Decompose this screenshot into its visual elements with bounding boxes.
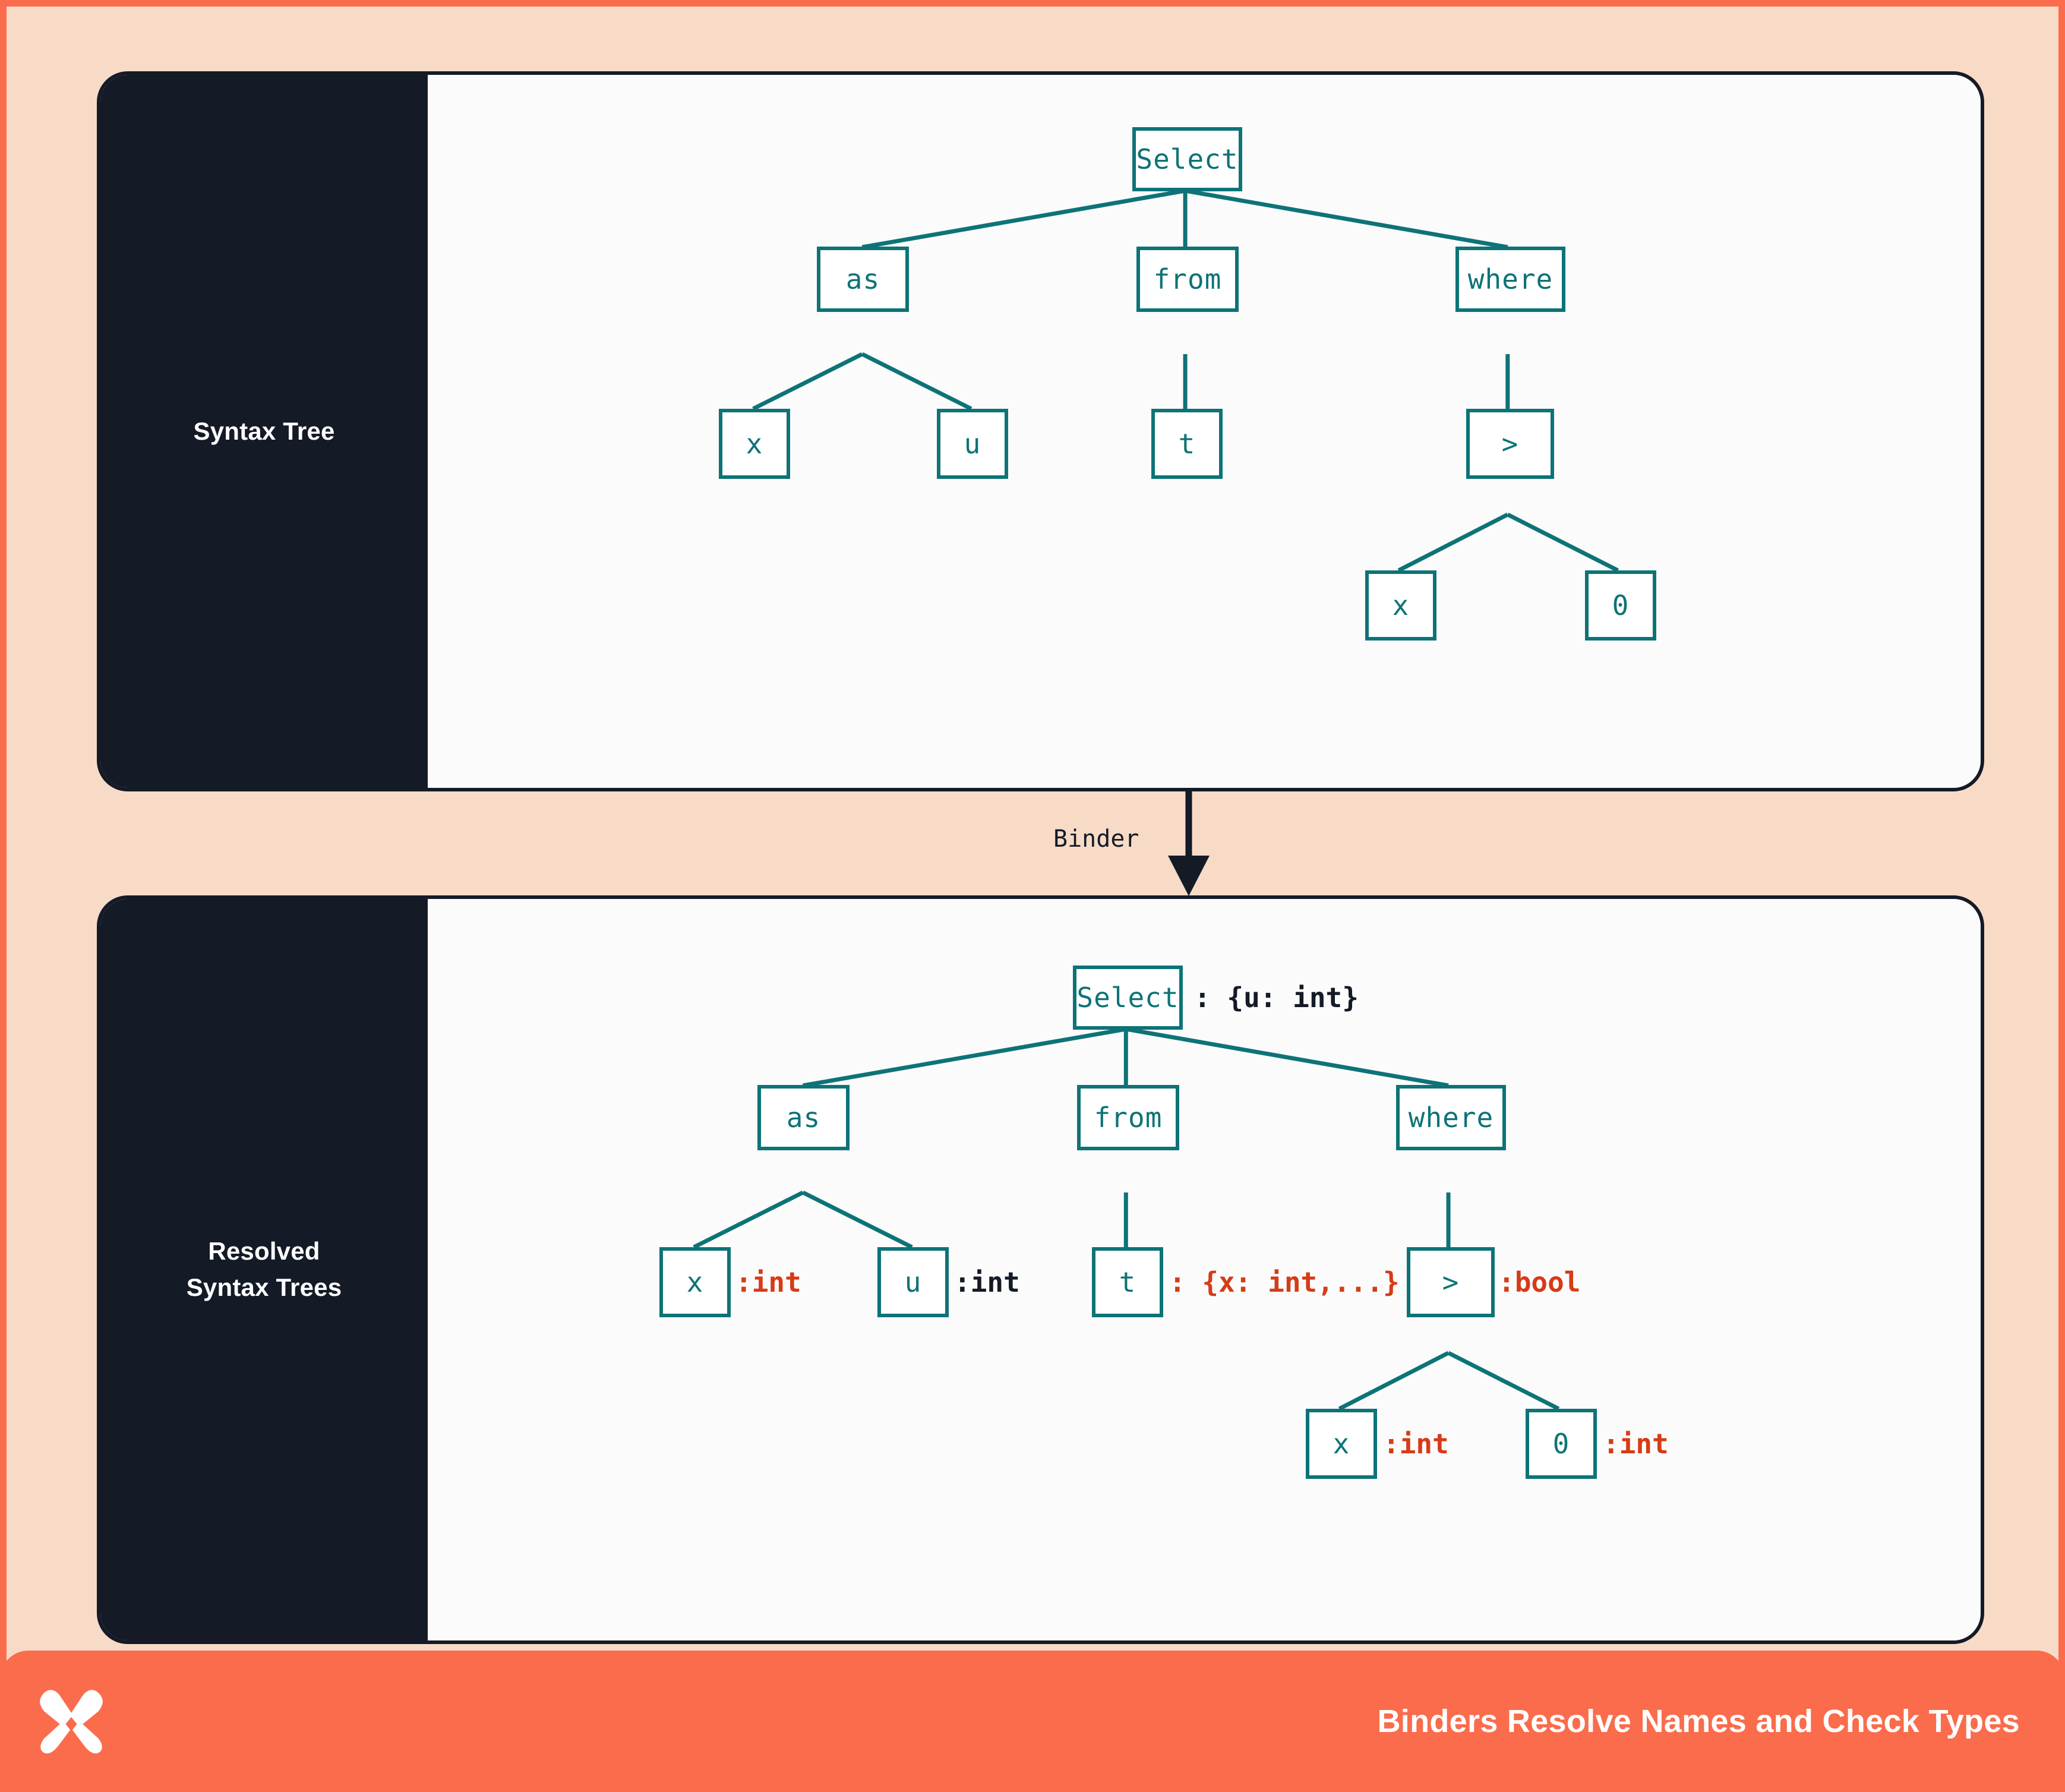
node-x-left[interactable]: x xyxy=(719,409,790,479)
panel-syntax-tree-canvas: Select as from where x u t > xyxy=(428,75,1981,788)
annotation-r-x-right: :int xyxy=(1383,1428,1449,1460)
node-r-select-label: Select xyxy=(1076,982,1179,1014)
edge-as-u xyxy=(861,352,972,411)
node-where-label: where xyxy=(1467,263,1554,295)
node-x-left-label: x xyxy=(746,428,763,460)
node-r-gt-label: > xyxy=(1442,1266,1460,1298)
node-t-label: t xyxy=(1178,428,1196,460)
edge-gt-x xyxy=(1397,512,1509,573)
node-r-zero[interactable]: 0 xyxy=(1526,1409,1597,1479)
annotation-r-gt: :bool xyxy=(1498,1266,1581,1298)
node-r-gt[interactable]: > xyxy=(1407,1247,1495,1317)
edge-r-gt-x xyxy=(1338,1351,1450,1411)
node-r-x-left[interactable]: x xyxy=(659,1247,731,1317)
node-r-from[interactable]: from xyxy=(1077,1085,1179,1150)
node-zero[interactable]: 0 xyxy=(1585,570,1656,641)
node-from-label: from xyxy=(1153,263,1222,295)
node-t[interactable]: t xyxy=(1151,409,1223,479)
node-r-from-label: from xyxy=(1094,1102,1163,1134)
panel-syntax-tree: Syntax Tree xyxy=(97,71,1984,791)
node-r-as-label: as xyxy=(786,1102,821,1134)
node-r-t[interactable]: t xyxy=(1092,1247,1163,1317)
node-gt-label: > xyxy=(1501,428,1519,460)
node-x-right[interactable]: x xyxy=(1365,570,1436,641)
annotation-r-t: : {x: int,...} xyxy=(1169,1266,1400,1298)
edge-as-x xyxy=(752,352,863,411)
node-gt[interactable]: > xyxy=(1466,409,1554,479)
panel-resolved-sidebar: Resolved Syntax Trees xyxy=(100,899,428,1640)
node-r-select[interactable]: Select xyxy=(1073,966,1183,1030)
edge-select-as xyxy=(861,188,1186,250)
panel-resolved-canvas: Select : {u: int} as from where x :int u… xyxy=(428,899,1981,1640)
node-r-as[interactable]: as xyxy=(757,1085,850,1150)
node-r-t-label: t xyxy=(1119,1266,1136,1298)
node-r-where-label: where xyxy=(1408,1102,1494,1134)
annotation-r-select: : {u: int} xyxy=(1194,982,1359,1014)
node-r-u-label: u xyxy=(904,1266,922,1298)
panel-syntax-tree-title: Syntax Tree xyxy=(193,417,335,445)
node-u-label: u xyxy=(964,428,981,460)
annotation-r-u: :int xyxy=(954,1266,1020,1298)
node-as[interactable]: as xyxy=(817,247,909,312)
binder-arrow-group: Binder xyxy=(7,791,2058,896)
edge-r-as-x xyxy=(693,1190,804,1250)
node-u[interactable]: u xyxy=(937,409,1008,479)
edge-r-as-u xyxy=(801,1190,913,1250)
edge-select-where xyxy=(1185,188,1508,250)
annotation-r-zero: :int xyxy=(1603,1428,1669,1460)
binder-arrow-icon xyxy=(1168,791,1210,896)
node-r-x-right[interactable]: x xyxy=(1306,1409,1377,1479)
butterfly-logo-icon xyxy=(40,1690,103,1754)
node-where[interactable]: where xyxy=(1455,247,1565,312)
node-r-u[interactable]: u xyxy=(877,1247,949,1317)
binder-label: Binder xyxy=(1053,825,1139,853)
node-r-x-left-label: x xyxy=(686,1266,704,1298)
footer-caption: Binders Resolve Names and Check Types xyxy=(1377,1703,2020,1739)
edge-r-select-where xyxy=(1125,1027,1449,1088)
annotation-r-x-left: :int xyxy=(735,1266,801,1298)
node-r-x-right-label: x xyxy=(1333,1428,1350,1460)
node-r-where[interactable]: where xyxy=(1396,1085,1506,1150)
node-r-zero-label: 0 xyxy=(1552,1428,1570,1460)
panel-resolved-syntax-trees: Resolved Syntax Trees Select xyxy=(97,895,1984,1644)
node-select[interactable]: Select xyxy=(1132,127,1242,191)
edge-gt-zero xyxy=(1507,512,1619,573)
panel-syntax-tree-sidebar: Syntax Tree xyxy=(100,75,428,788)
footer-bar: Binders Resolve Names and Check Types xyxy=(7,1651,2058,1785)
node-x-right-label: x xyxy=(1392,589,1410,621)
node-select-label: Select xyxy=(1136,143,1239,175)
node-as-label: as xyxy=(845,263,880,295)
node-from[interactable]: from xyxy=(1136,247,1239,312)
node-zero-label: 0 xyxy=(1612,589,1630,621)
panel-resolved-title: Resolved Syntax Trees xyxy=(186,1237,342,1301)
edge-r-select-as xyxy=(802,1027,1126,1088)
edge-r-gt-zero xyxy=(1447,1351,1560,1411)
